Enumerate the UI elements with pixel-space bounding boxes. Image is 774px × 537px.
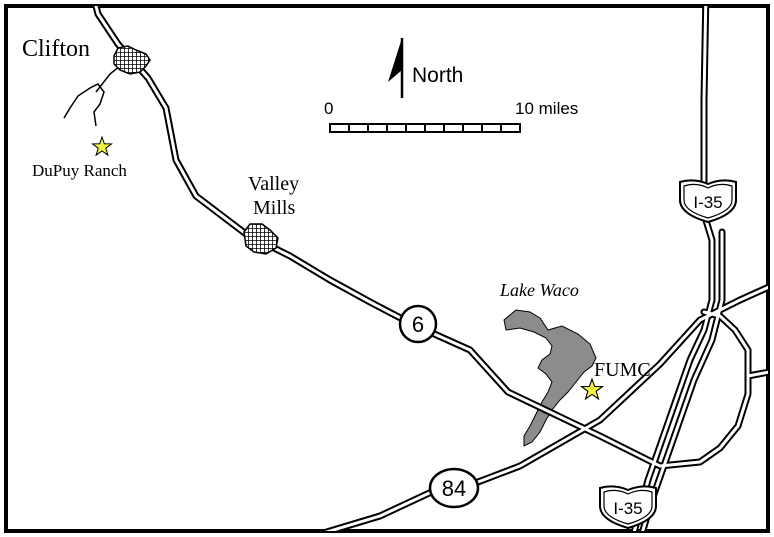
lake-waco-label: Lake Waco xyxy=(499,280,579,300)
svg-text:I-35: I-35 xyxy=(613,499,642,518)
map-frame xyxy=(4,4,770,533)
scale-bar xyxy=(329,123,521,133)
svg-text:84: 84 xyxy=(442,476,466,501)
svg-text:I-35: I-35 xyxy=(693,193,722,212)
svg-text:6: 6 xyxy=(412,312,424,337)
interstate-35-shield-south: I-35 xyxy=(599,485,657,530)
highway-6-shield: 6 xyxy=(398,304,438,344)
scale-start-label: 0 xyxy=(324,99,333,118)
dupuy-ranch-star-icon xyxy=(91,135,113,157)
compass-label: North xyxy=(412,64,463,87)
ranch-road xyxy=(63,65,121,127)
fumc-label: FUMC xyxy=(594,359,651,381)
valley-mills-label-line1: Valley xyxy=(248,173,299,195)
dupuy-ranch-label: DuPuy Ranch xyxy=(32,161,127,180)
clifton-town-block xyxy=(113,45,151,75)
lake-waco-shape xyxy=(503,309,597,447)
scale-end-label: 10 miles xyxy=(515,99,578,118)
fumc-star-icon xyxy=(579,377,605,401)
clifton-label: Clifton xyxy=(22,36,90,62)
valley-mills-label-line2: Mills xyxy=(253,197,295,219)
valley-mills-town-block xyxy=(243,223,279,255)
highway-84-shield: 84 xyxy=(428,467,480,509)
interstate-35-shield-north: I-35 xyxy=(679,179,737,224)
north-arrow-icon xyxy=(388,38,404,98)
